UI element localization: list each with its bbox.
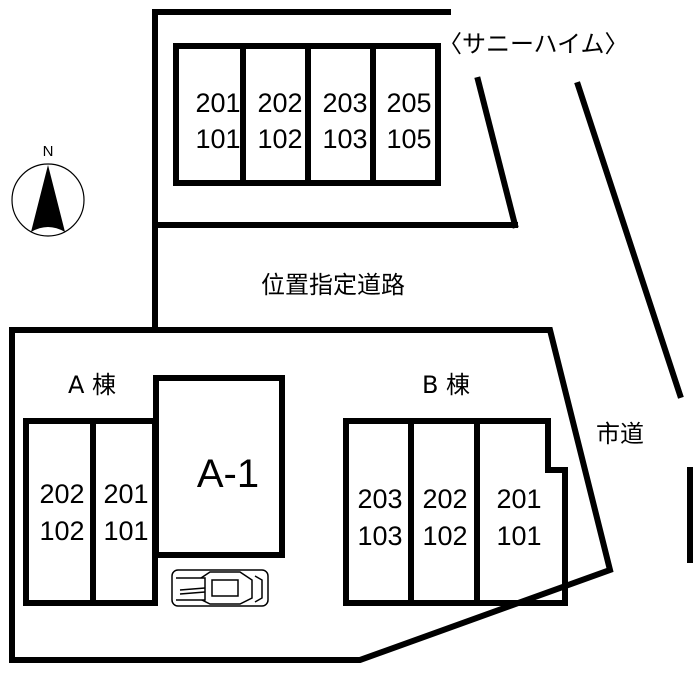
lower-lot-boundary <box>9 327 614 663</box>
b-units: 203 103 202 102 201 101 <box>357 484 541 551</box>
car-icon <box>171 569 269 607</box>
private-road-label: 位置指定道路 <box>261 271 405 299</box>
a1-label: A-1 <box>197 452 259 496</box>
svg-text:202: 202 <box>422 484 467 514</box>
svg-text:203: 203 <box>357 484 402 514</box>
svg-text:103: 103 <box>357 521 402 551</box>
svg-text:201: 201 <box>496 484 541 514</box>
north-arrow-icon: N <box>11 143 85 237</box>
svg-text:201: 201 <box>195 88 240 118</box>
svg-text:101: 101 <box>496 521 541 551</box>
svg-text:105: 105 <box>386 124 431 154</box>
svg-text:202: 202 <box>39 479 84 509</box>
a-units: 202 102 201 101 <box>39 479 148 546</box>
upper-lot-right <box>474 76 519 229</box>
svg-text:101: 101 <box>195 124 240 154</box>
top-units: 201 101 202 102 203 103 205 105 <box>195 88 431 154</box>
b-building <box>343 418 568 606</box>
svg-text:103: 103 <box>322 124 367 154</box>
svg-text:205: 205 <box>386 88 431 118</box>
svg-text:203: 203 <box>322 88 367 118</box>
city-road-edge <box>574 81 684 399</box>
svg-text:201: 201 <box>103 479 148 509</box>
svg-text:101: 101 <box>103 516 148 546</box>
b-block-label: B 棟 <box>422 371 470 399</box>
svg-text:102: 102 <box>257 124 302 154</box>
building-name: 〈サニーハイム〉 <box>438 30 629 58</box>
svg-text:202: 202 <box>257 88 302 118</box>
a1-building <box>153 375 285 558</box>
city-road-label: 市道 <box>596 420 644 448</box>
svg-text:N: N <box>43 143 54 160</box>
svg-text:102: 102 <box>39 516 84 546</box>
svg-text:102: 102 <box>422 521 467 551</box>
a-block-label: A 棟 <box>68 371 116 399</box>
